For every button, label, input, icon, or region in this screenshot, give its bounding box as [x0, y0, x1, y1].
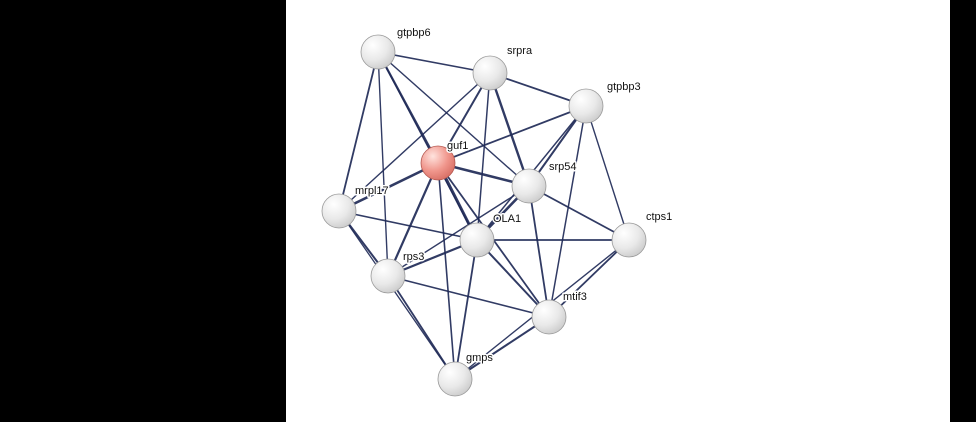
edge-srp54-rps3 — [387, 185, 530, 277]
edge-gtpbp6-rps3 — [377, 51, 389, 277]
edge-srpra-mrpl17 — [338, 72, 491, 212]
edge-gtpbp6-srpra — [377, 51, 491, 74]
nodes-layer — [321, 34, 647, 397]
edge-srpra-ola1 — [476, 72, 491, 241]
network-panel — [286, 0, 950, 422]
label-guf1: guf1 — [447, 140, 468, 152]
node-ola1[interactable] — [459, 222, 495, 258]
edge-ctps1-mtif3 — [548, 239, 630, 318]
edge-rps3-gmps — [387, 275, 456, 380]
label-srpra: srpra — [507, 45, 533, 57]
node-mtif3[interactable] — [531, 299, 567, 335]
label-gtpbp6: gtpbp6 — [397, 27, 431, 39]
node-srp54[interactable] — [511, 168, 547, 204]
node-gmps[interactable] — [437, 361, 473, 397]
edge-gtpbp3-guf1 — [437, 105, 587, 164]
edge-mrpl17-ola1 — [338, 210, 478, 241]
edge-ola1-mtif3 — [476, 239, 550, 318]
node-mrpl17[interactable] — [321, 193, 357, 229]
edge-ola1-gmps — [454, 239, 478, 380]
edge-mrpl17-gmps — [338, 210, 456, 380]
label-ola1: OLA1 — [493, 213, 521, 225]
label-srp54: srp54 — [549, 161, 577, 173]
edge-guf1-mrpl17 — [337, 161, 440, 213]
label-ctps1: ctps1 — [646, 211, 672, 223]
edge-srp54-ctps1 — [528, 185, 630, 241]
edge-srp54-mtif3 — [528, 185, 550, 318]
node-ctps1[interactable] — [611, 222, 647, 258]
edge-gtpbp6-mrpl17 — [338, 51, 379, 212]
edge-srpra-srp54 — [488, 71, 531, 188]
label-gmps: gmps — [466, 352, 493, 364]
node-gtpbp3[interactable] — [568, 88, 604, 124]
label-rps3: rps3 — [403, 251, 424, 263]
label-gtpbp3: gtpbp3 — [607, 81, 641, 93]
edge-guf1-rps3 — [386, 161, 440, 278]
node-gtpbp6[interactable] — [360, 34, 396, 70]
label-mtif3: mtif3 — [563, 291, 587, 303]
edge-gtpbp3-mtif3 — [548, 105, 587, 318]
node-srpra[interactable] — [472, 55, 508, 91]
node-rps3[interactable] — [370, 258, 406, 294]
label-mrpl17: mrpl17 — [355, 185, 389, 197]
edge-guf1-gmps — [437, 162, 456, 380]
edge-rps3-mtif3 — [387, 275, 550, 318]
edge-gtpbp6-srp54 — [377, 51, 530, 187]
node-guf1[interactable] — [420, 145, 456, 181]
edge-mtif3-gmps — [454, 316, 550, 380]
edge-gtpbp3-ctps1 — [585, 105, 630, 241]
